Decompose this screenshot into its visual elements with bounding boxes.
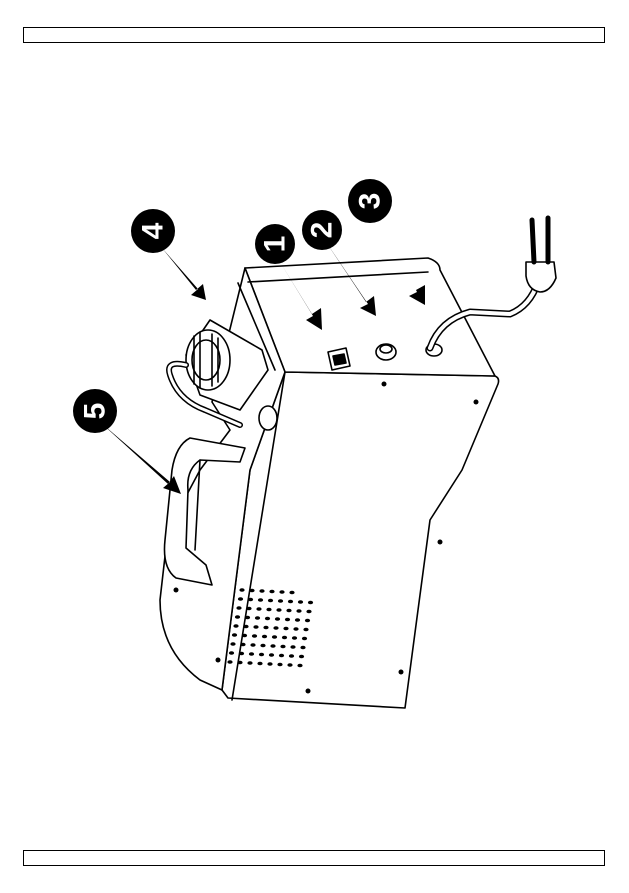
vent-hole: [289, 591, 294, 595]
vent-hole: [259, 653, 264, 657]
vent-hole: [252, 634, 257, 638]
vent-hole: [248, 598, 253, 602]
vent-hole: [282, 636, 287, 640]
vent-hole: [278, 599, 283, 603]
vent-hole: [227, 660, 232, 664]
vent-hole: [302, 637, 307, 641]
vent-hole: [275, 617, 280, 621]
vent-hole: [232, 633, 237, 637]
fuse-holder: [376, 344, 396, 360]
vent-hole: [289, 654, 294, 658]
callout-4: 4: [131, 209, 175, 253]
vent-hole: [279, 590, 284, 594]
vent-hole: [276, 608, 281, 612]
vent-hole: [285, 618, 290, 622]
vent-hole: [253, 625, 258, 629]
vent-hole: [273, 626, 278, 630]
vent-hole: [283, 627, 288, 631]
vent-hole: [286, 609, 291, 613]
vent-hole: [277, 663, 282, 667]
vent-hole: [237, 661, 242, 665]
vent-hole: [300, 646, 305, 650]
vent-hole: [270, 644, 275, 648]
vent-hole: [292, 636, 297, 640]
vent-hole: [239, 652, 244, 656]
vent-hole: [233, 624, 238, 628]
vent-hole: [265, 617, 270, 621]
vent-hole: [255, 616, 260, 620]
vent-hole: [247, 661, 252, 665]
svg-text:5: 5: [79, 403, 112, 420]
vent-hole: [257, 662, 262, 666]
vent-hole: [288, 600, 293, 604]
svg-text:3: 3: [354, 193, 387, 210]
vent-hole: [245, 616, 250, 620]
vent-hole: [238, 597, 243, 601]
svg-text:1: 1: [259, 236, 292, 253]
vent-hole: [258, 598, 263, 602]
vent-hole: [303, 628, 308, 632]
vent-hole: [262, 635, 267, 639]
callout-1: 1: [255, 224, 295, 264]
vent-hole: [298, 600, 303, 604]
vent-hole: [266, 608, 271, 612]
vent-hole: [308, 601, 313, 605]
vent-hole: [290, 645, 295, 649]
vent-hole: [279, 654, 284, 658]
callout-5: 5: [73, 389, 117, 433]
vent-hole: [229, 651, 234, 655]
svg-text:4: 4: [137, 222, 170, 239]
vent-hole: [259, 589, 264, 593]
vent-hole: [306, 610, 311, 614]
vent-hole: [260, 644, 265, 648]
vent-hole: [280, 645, 285, 649]
vent-hole: [263, 626, 268, 630]
vent-hole: [268, 599, 273, 603]
vent-hole: [249, 652, 254, 656]
vent-hole: [269, 653, 274, 657]
vent-hole: [269, 590, 274, 594]
power-switch: [328, 348, 350, 370]
callout-3: 3: [348, 179, 392, 223]
vent-hole: [242, 634, 247, 638]
vent-hole: [250, 643, 255, 647]
vent-hole: [295, 618, 300, 622]
vent-hole: [230, 642, 235, 646]
vent-hole: [293, 627, 298, 631]
vent-hole: [299, 655, 304, 659]
vent-hole: [297, 664, 302, 668]
vent-hole: [287, 663, 292, 667]
vent-hole: [256, 607, 261, 611]
vent-hole: [267, 662, 272, 666]
vent-hole: [272, 635, 277, 639]
vent-hole: [305, 619, 310, 623]
vent-hole: [240, 643, 245, 647]
vent-hole: [249, 589, 254, 593]
svg-text:2: 2: [306, 222, 339, 239]
vent-hole: [236, 606, 241, 610]
vent-hole: [235, 615, 240, 619]
vent-hole: [243, 625, 248, 629]
vent-hole: [239, 588, 244, 592]
vent-hole: [296, 609, 301, 613]
vent-hole: [246, 607, 251, 611]
callout-2: 2: [302, 210, 342, 250]
